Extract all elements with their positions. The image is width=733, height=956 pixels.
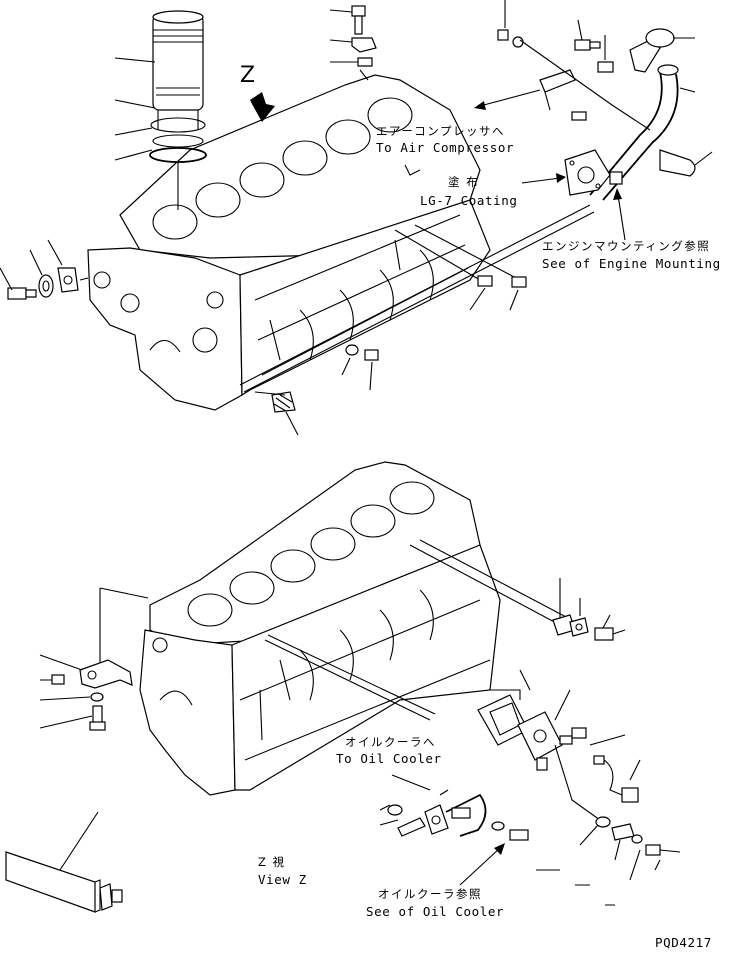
coating-label-jp: 塗 布 bbox=[448, 175, 479, 189]
air-compressor-pipe bbox=[497, 0, 713, 201]
top-bolts bbox=[329, 5, 377, 81]
coating-label-en: LG-7 Coating bbox=[420, 193, 518, 208]
drawing-code: PQD4217 bbox=[655, 935, 712, 950]
engine-mounting-label-en: See of Engine Mounting bbox=[542, 256, 721, 271]
cylinder-liner bbox=[152, 10, 204, 130]
view-z-detail bbox=[5, 811, 123, 913]
view-marker: Z bbox=[240, 63, 255, 88]
view-z-caption: Z 視 View Z bbox=[258, 855, 307, 887]
see-oil-cooler-label-en: See of Oil Cooler bbox=[366, 904, 504, 919]
side-fittings bbox=[254, 275, 527, 436]
oil-cooler-label-en: To Oil Cooler bbox=[336, 751, 442, 766]
view-z-label-en: View Z bbox=[258, 872, 307, 887]
see-oil-cooler-callout: オイルクーラ参照 See of Oil Cooler bbox=[366, 843, 505, 919]
coating-callout: 塗 布 LG-7 Coating bbox=[420, 173, 566, 208]
engine-mounting-callout: エンジンマウンティング参照 See of Engine Mounting bbox=[542, 188, 721, 271]
left-bolt-assembly bbox=[0, 239, 89, 300]
left-bracket-assembly bbox=[39, 654, 133, 731]
oil-tube-fitting bbox=[379, 789, 529, 841]
o-rings bbox=[149, 117, 207, 210]
engine-mounting-label-jp: エンジンマウンティング参照 bbox=[542, 239, 710, 253]
right-flange-assembly bbox=[552, 578, 626, 641]
see-oil-cooler-label-jp: オイルクーラ参照 bbox=[378, 887, 482, 901]
oil-cooler-label-jp: オイルクーラへ bbox=[345, 735, 436, 749]
view-z-arrow bbox=[250, 92, 275, 122]
lower-cylinder-block bbox=[139, 461, 569, 796]
upper-cylinder-block bbox=[87, 74, 595, 411]
view-z-label-jp: Z 視 bbox=[258, 855, 286, 869]
air-compressor-callout: エアーコンプレッサへ To Air Compressor bbox=[376, 89, 541, 176]
air-compressor-label-jp: エアーコンプレッサへ bbox=[376, 124, 505, 138]
oil-cooler-callout: オイルクーラへ To Oil Cooler bbox=[336, 735, 442, 791]
air-compressor-label-en: To Air Compressor bbox=[376, 140, 514, 155]
oil-cooler-joint bbox=[477, 669, 681, 906]
